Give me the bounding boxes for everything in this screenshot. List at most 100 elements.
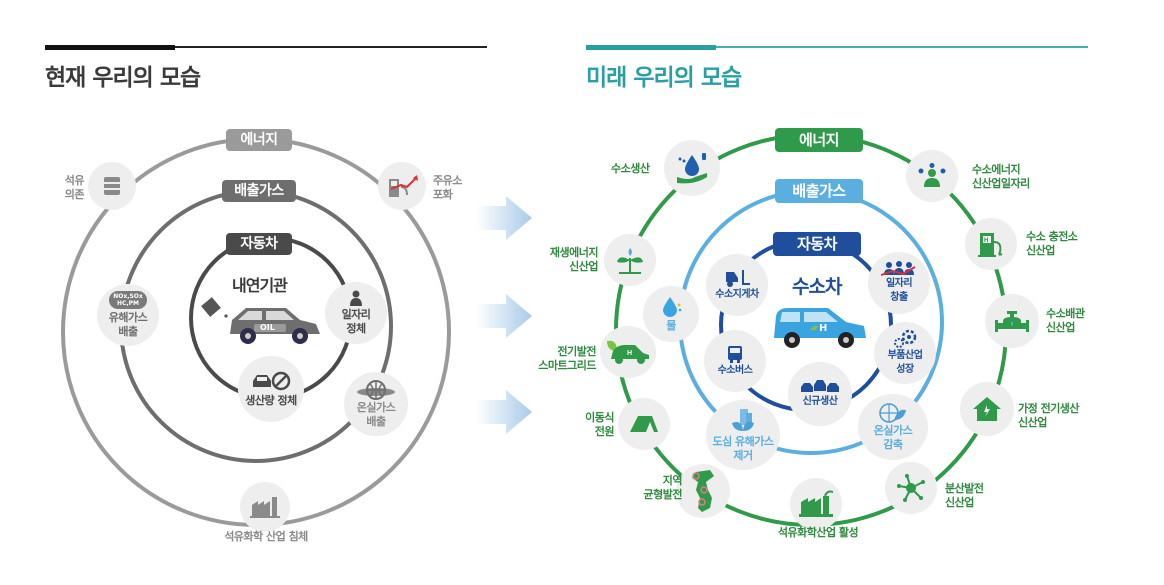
label-line: 신산업 [945,496,974,509]
svg-text:H: H [984,238,988,244]
future-outer-label-mobile-power: 이동식 전원 [576,411,614,439]
future-outer-node-h2-jobs [906,150,958,202]
future-outer-node-distributed [885,462,937,514]
label-line: 가정 전기생산 [1018,402,1080,415]
label-line: 포화 [433,188,453,201]
label-line: 수소 충전소 [1026,230,1078,243]
future-outer-label-petrochem: 석유화학산업 활성 [777,526,859,539]
label-line: 물 [666,319,676,332]
future-outer-label-pipeline: 수소배관 신산업 [1046,307,1085,335]
label-line: 성장 [896,364,914,375]
hydrogen-production-icon [677,153,707,184]
label-line: 재생에너지 [549,246,599,259]
section-rule [45,46,487,48]
future-outer-label-home-power: 가정 전기생산 신산업 [1018,402,1080,430]
current-tag-car: 자동차 [226,233,292,255]
future-inner-node-parts: 부품산업 성장 [874,322,936,384]
current-center-title: 내연기관 [232,276,288,295]
future-outer-node-charging: H [965,218,1017,270]
section-rule [586,46,1088,48]
label-line: 창출 [890,292,908,303]
pollution-cloud-icon: NOx,SOx HC,PM [109,291,147,309]
transition-arrow [476,196,532,240]
people-network-icon [918,163,946,187]
future-outer-label-renewable: 재생에너지 신산업 [538,246,599,274]
forklift-icon [726,270,750,287]
future-outer-node-regional [676,464,730,518]
tent-icon [630,416,658,432]
current-outer-label-gas-station: 주유소 포화 [433,174,462,202]
cloud-text: HC,PM [116,300,140,307]
label-line: 일자리 [341,308,371,321]
future-inner-node-bus: 수소버스 [704,330,766,392]
label-line: 신규생산 [802,396,838,407]
label-line: 수소버스 [717,365,753,376]
label-line: 수소배관 [1046,307,1085,320]
future-tag-emission: 배출가스 [775,179,863,203]
hydrogen-car-leaf-icon: H [607,340,649,364]
label-line: 수소지게차 [715,289,759,300]
current-inner-node-production: 생산량 정체 [238,356,304,422]
label-line: 배출 [118,325,138,338]
label-line: 신산업 [1018,416,1047,429]
factory-icon [250,497,280,518]
label-line: 신산업일자리 [972,177,1030,190]
future-outer-label-h2-jobs: 수소에너지 신산업일자리 [972,163,1030,191]
future-middle-node-greenhouse: 온실가스 감축 [858,394,928,460]
transition-arrow [476,294,532,338]
future-middle-node-urban: 도심 유해가스 제거 [706,400,780,470]
combustion-car: OIL [200,296,330,348]
future-middle-node-water: 물 [643,286,699,342]
future-outer-node-mobile-power [618,398,670,450]
gears-icon [894,329,917,348]
globe-smog-icon [357,380,395,400]
pipeline-valve-icon [995,311,1029,332]
car-prohibited-icon [253,371,291,390]
label-line: 수소에너지 [972,163,1021,176]
label-line: 분산발전 [945,482,984,495]
current-outer-label-oil: 석유 의존 [60,174,85,202]
car-oil-badge: OIL [260,323,275,332]
cloud-text: NOx,SOx [113,293,143,300]
wind-turbine-icon [617,248,643,274]
label-line: 도심 유해가스 [712,435,774,448]
future-outer-node-smartgrid: H [600,326,656,378]
current-outer-node-petrochem [240,482,290,532]
transition-arrow [476,390,532,434]
label-line: 감축 [883,438,903,451]
future-outer-node-renewable [604,234,656,286]
current-tag-emission: 배출가스 [222,180,296,202]
section-rule-accent [586,45,716,50]
label-line: 생산량 정체 [245,393,297,407]
svg-text:H: H [627,350,632,357]
gas-station-rising-icon [389,175,418,197]
future-title: 미래 우리의 모습 [586,65,742,91]
future-outer-label-smartgrid: 전기발전 스마트그리드 [522,345,596,373]
bus-icon [728,346,742,363]
current-middle-node-greenhouse: 온실가스 배출 [344,372,408,436]
distributed-network-icon [897,474,925,502]
future-tag-energy: 에너지 [775,128,863,152]
label-line: 정체 [346,322,366,335]
current-outer-node-gas-station [378,162,426,210]
label-line: 전원 [594,425,615,438]
future-inner-node-jobs: 일자리 창출 [868,252,930,314]
label-line: 주유소 [433,174,462,187]
future-outer-label-regional: 지역 균형발전 [632,474,683,502]
label-line: 신산업 [1046,321,1075,334]
people-growth-icon [881,261,916,276]
korea-map-icon [692,470,714,512]
future-outer-label-charging: 수소 충전소 신산업 [1026,230,1078,258]
label-line: 신산업 [1026,244,1055,257]
current-tag-energy: 에너지 [226,129,292,151]
future-outer-node-petrochem [790,478,842,530]
current-title: 현재 우리의 모습 [45,65,201,91]
future-inner-node-new-production: 신규생산 [788,362,852,426]
label-line: 이동식 [585,411,614,424]
globe-leaf-icon [879,403,906,423]
future-tag-car: 자동차 [773,232,861,256]
factory-icon [799,490,833,517]
current-outer-label-petrochem: 석유화학 산업 침체 [224,530,308,543]
current-inner-node-jobs: 일자리 정체 [325,282,387,344]
label-line: 석유 [64,174,85,187]
